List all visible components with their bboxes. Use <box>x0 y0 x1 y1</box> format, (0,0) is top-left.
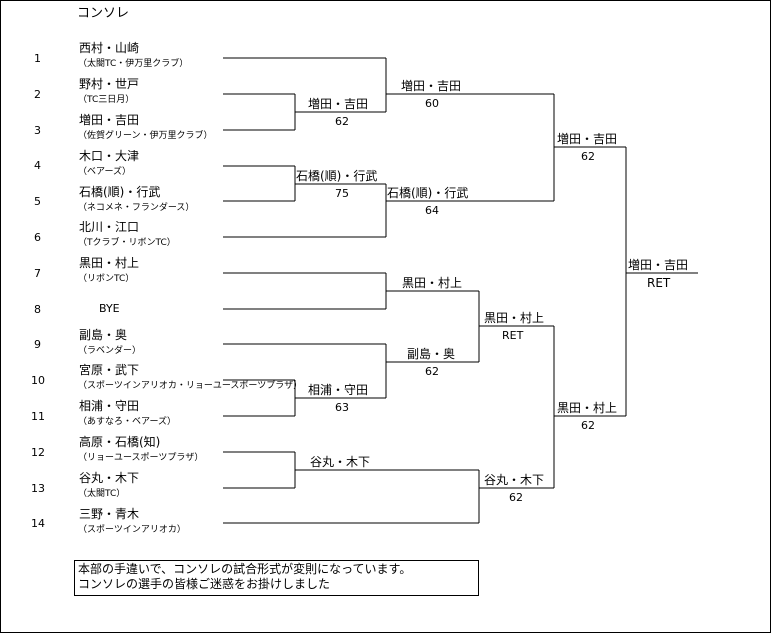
entry-name: BYE <box>99 302 120 315</box>
champion-name: 増田・吉田 <box>628 258 689 272</box>
entry-club: （佐賀グリーン・伊万里クラブ） <box>78 131 213 141</box>
result-winner: 副島・奥 <box>407 347 456 361</box>
apology-note: 本部の手違いで、コンソレの試合形式が変則になっています。 コンソレの選手の皆様ご… <box>74 560 479 596</box>
entry-club: （TC三日月） <box>78 95 135 105</box>
entry-name: 副島・奥 <box>79 328 128 342</box>
result-score: 75 <box>335 187 349 200</box>
result-score: 62 <box>509 491 523 504</box>
entry-name: 北川・江口 <box>79 220 140 234</box>
entry-number: 8 <box>34 303 41 316</box>
entry-number: 12 <box>31 446 45 459</box>
entry-number: 4 <box>34 159 41 172</box>
entry-number: 11 <box>31 410 45 423</box>
entry-club: （ラベンダー） <box>78 346 142 356</box>
entry-name: 宮原・武下 <box>79 363 140 377</box>
result-winner: 谷丸・木下 <box>484 473 545 487</box>
entry-name: 野村・世戸 <box>79 77 140 91</box>
entry-number: 9 <box>34 338 41 351</box>
entry-name: 黒田・村上 <box>79 256 140 270</box>
result-score: 60 <box>425 97 439 110</box>
result-score: 62 <box>581 150 595 163</box>
result-score: 62 <box>335 115 349 128</box>
result-winner: 石橋(順)・行武 <box>387 186 469 200</box>
result-score: 62 <box>425 365 439 378</box>
entry-name: 木口・大津 <box>79 149 140 163</box>
entry-club: （ネコメネ・フランダース） <box>78 203 195 213</box>
champion-score: RET <box>647 276 671 290</box>
entry-number: 13 <box>31 482 45 495</box>
result-winner: 黒田・村上 <box>484 311 545 325</box>
result-winner: 黒田・村上 <box>402 276 463 290</box>
entry-name: 西村・山崎 <box>79 41 140 55</box>
result-winner: 谷丸・木下 <box>310 455 371 469</box>
entry-number: 10 <box>31 374 45 387</box>
result-score: 63 <box>335 401 349 414</box>
entry-club: （スポーツインアリオカ・リョーユースポーツプラザ） <box>78 381 303 391</box>
result-winner: 増田・吉田 <box>401 79 462 93</box>
result-score: 62 <box>581 419 595 432</box>
entry-name: 高原・石橋(知) <box>79 435 161 449</box>
entry-number: 3 <box>34 124 41 137</box>
entry-number: 2 <box>34 88 41 101</box>
entry-number: 14 <box>31 517 45 530</box>
result-winner: 増田・吉田 <box>308 97 369 111</box>
entry-club: （Tクラブ・リボンTC） <box>78 238 176 248</box>
result-winner: 増田・吉田 <box>557 132 618 146</box>
entry-club: （リョーユースポーツプラザ） <box>78 453 204 463</box>
note-line: 本部の手違いで、コンソレの試合形式が変則になっています。 <box>78 562 412 576</box>
entry-club: （太閤TC・伊万里クラブ） <box>78 59 189 69</box>
entry-number: 1 <box>34 52 41 65</box>
entry-number: 5 <box>34 195 41 208</box>
entry-club: （ベアーズ） <box>78 167 132 177</box>
entry-club: （あすなろ・ベアーズ） <box>78 417 177 427</box>
result-winner: 石橋(順)・行武 <box>296 169 378 183</box>
entry-club: （リボンTC） <box>78 274 135 284</box>
result-winner: 黒田・村上 <box>557 401 618 415</box>
result-winner: 相浦・守田 <box>308 383 369 397</box>
entry-club: （太閤TC） <box>78 489 126 499</box>
entry-name: 谷丸・木下 <box>79 471 140 485</box>
entry-name: 三野・青木 <box>79 507 140 521</box>
entry-name: 増田・吉田 <box>79 113 140 127</box>
result-score: RET <box>502 329 524 342</box>
entry-number: 6 <box>34 231 41 244</box>
bracket-title: コンソレ <box>77 6 130 21</box>
entry-name: 相浦・守田 <box>79 399 140 413</box>
entry-club: （スポーツインアリオカ） <box>78 525 186 535</box>
note-line: コンソレの選手の皆様ご迷惑をお掛けしました <box>78 577 331 591</box>
result-score: 64 <box>425 204 439 217</box>
entry-name: 石橋(順)・行武 <box>79 185 161 199</box>
entry-number: 7 <box>34 267 41 280</box>
